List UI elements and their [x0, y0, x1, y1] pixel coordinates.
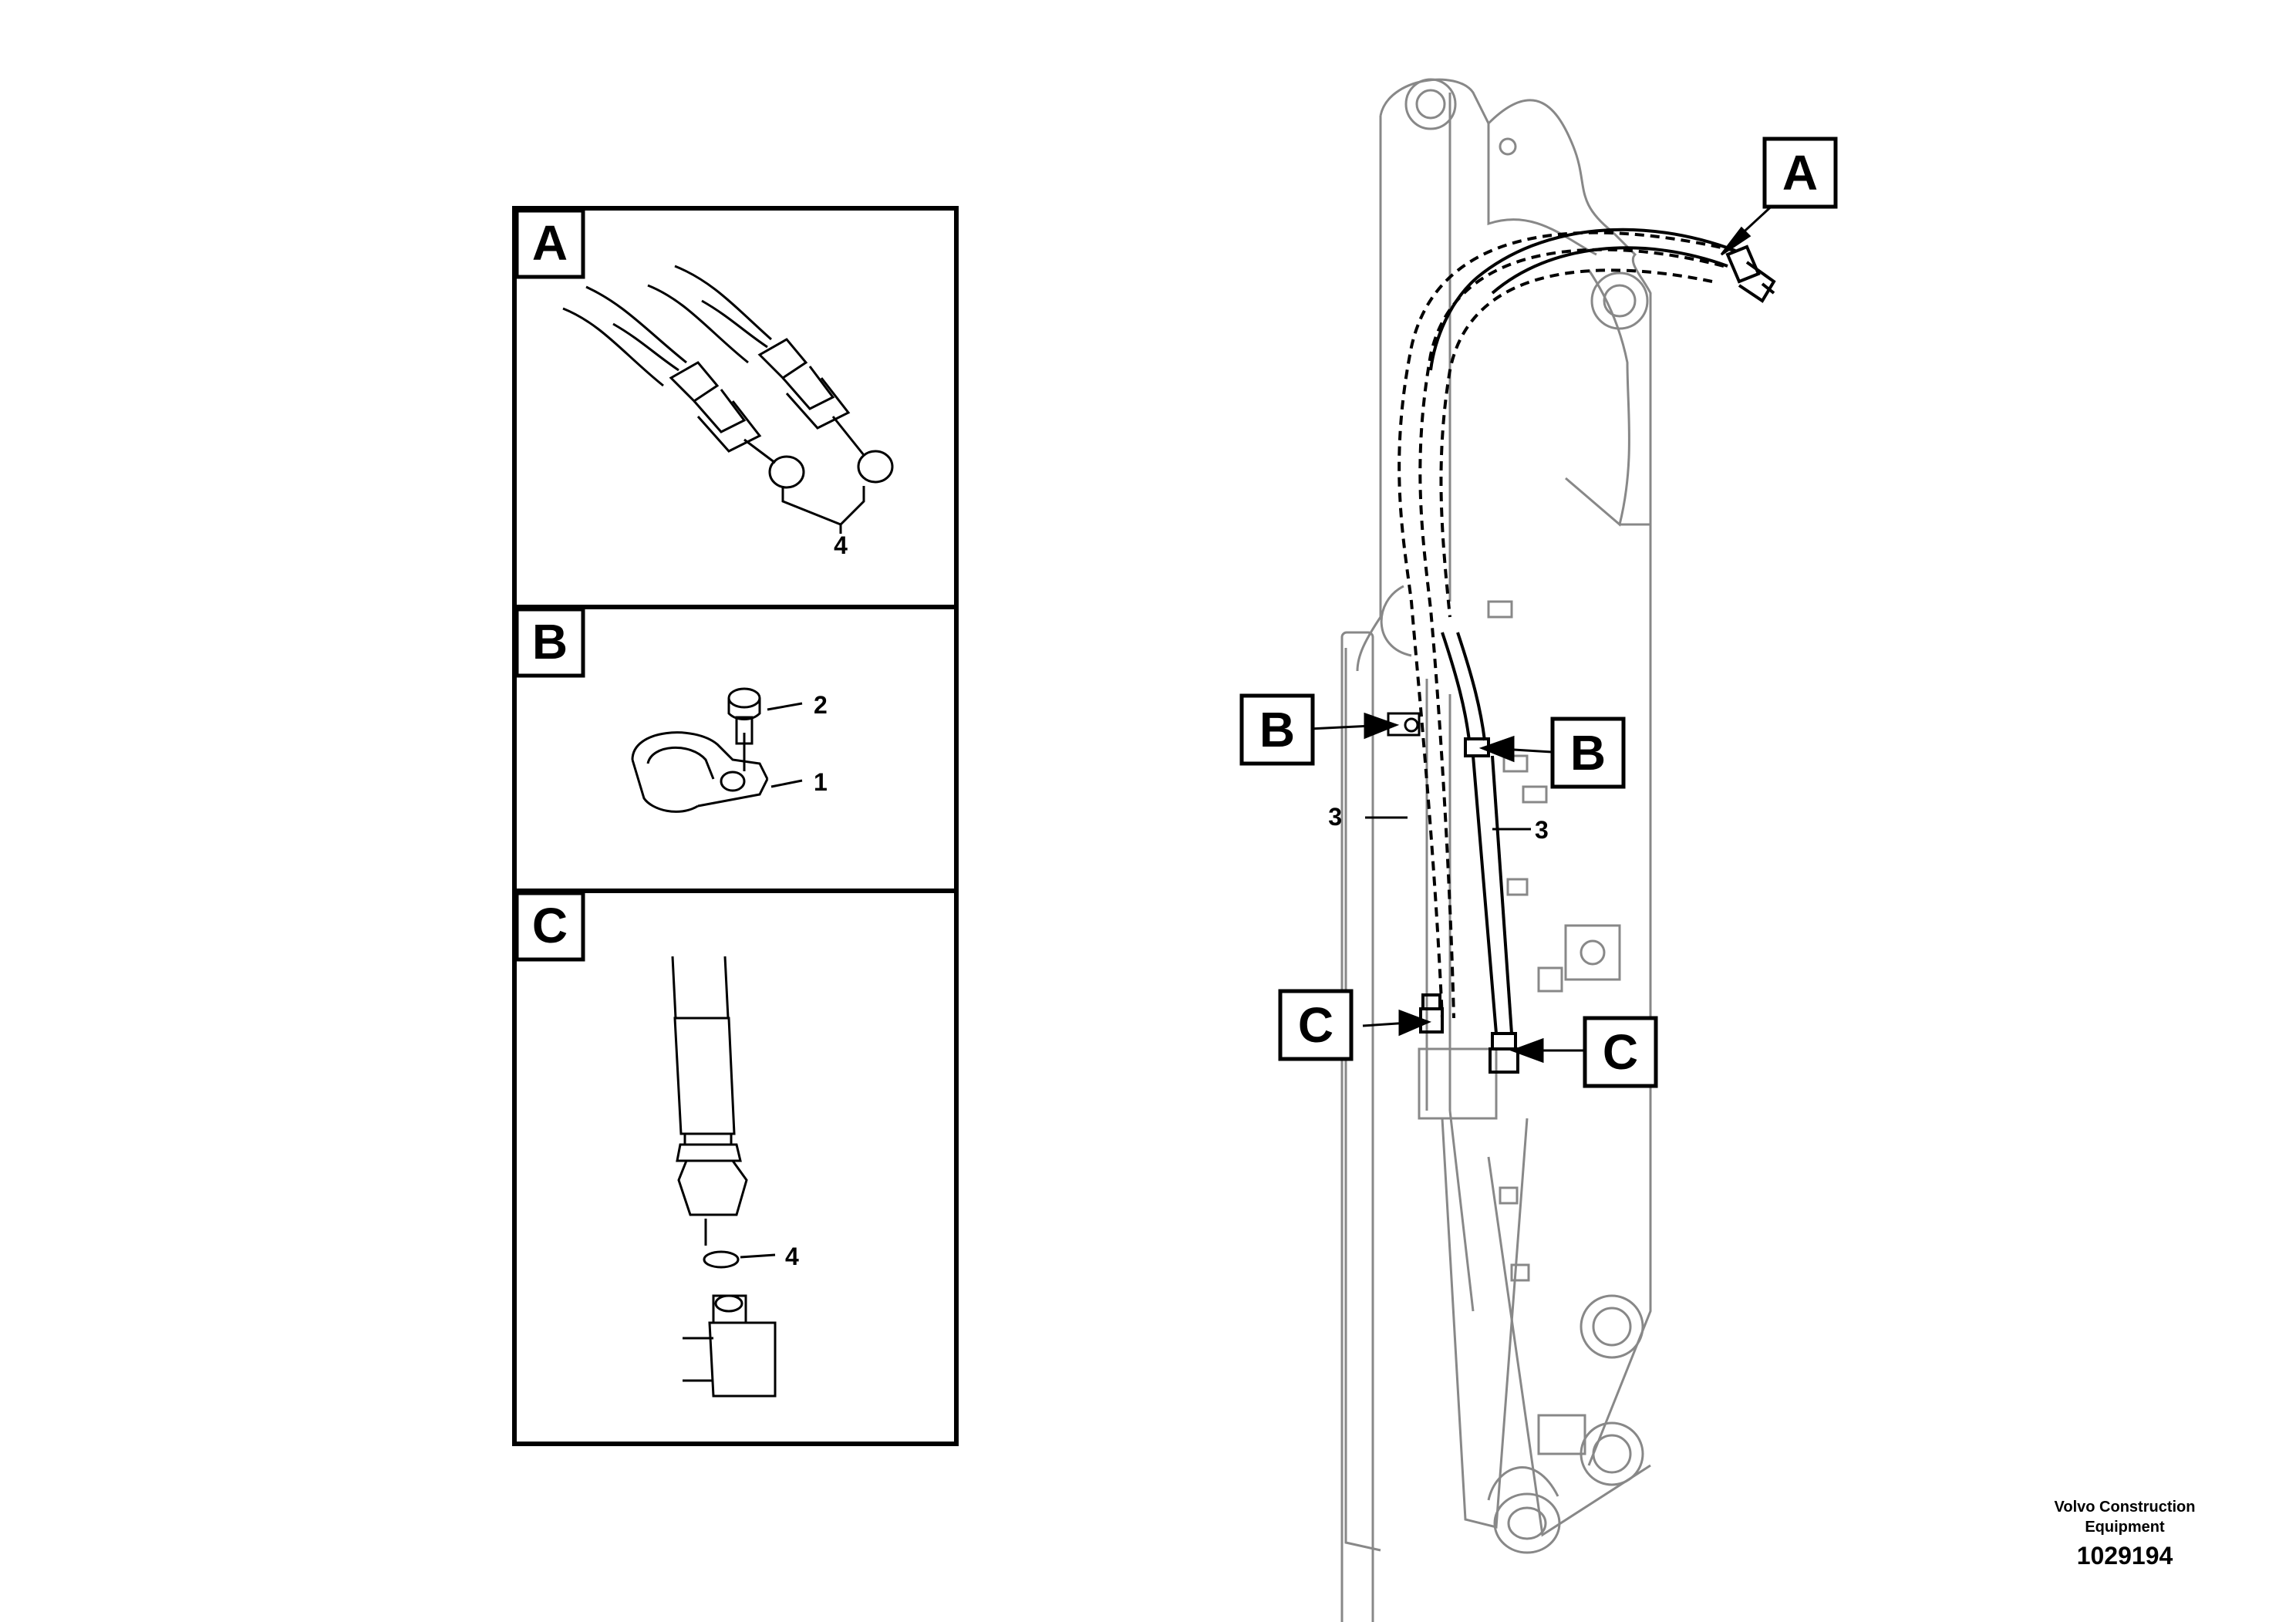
- hose-visible-a: [1429, 228, 1776, 371]
- panel-b-part-1: 1: [814, 768, 828, 796]
- detail-panel-c: C 4: [514, 891, 799, 1398]
- callout-b-left-letter: B: [1259, 702, 1295, 757]
- panel-b-clamp-and-bolt: [631, 687, 803, 813]
- detail-panel-a: A 4: [514, 208, 894, 559]
- detail-panels: [512, 206, 959, 1446]
- panel-b-part-2: 2: [814, 691, 828, 719]
- hose-visible-right: [1419, 632, 1519, 1074]
- panel-a-letter: A: [532, 215, 568, 271]
- callout-c-left-letter: C: [1298, 997, 1333, 1053]
- hose-label-left: 3: [1328, 803, 1342, 831]
- credit-line-2: Equipment: [2085, 1519, 2165, 1536]
- detail-panel-b: B 2 1: [514, 607, 828, 813]
- panel-c-letter: C: [532, 898, 568, 953]
- callout-c-left: C: [1278, 989, 1354, 1061]
- panel-c-hose-fitting: [671, 956, 777, 1398]
- panel-c-part-4: 4: [785, 1243, 799, 1270]
- drawing-id: 1029194: [2077, 1542, 2173, 1570]
- callout-c-right-letter: C: [1603, 1024, 1638, 1080]
- credit-block: Volvo Construction Equipment 1029194: [2055, 1499, 2196, 1570]
- callout-a-letter: A: [1782, 145, 1818, 201]
- callout-b-left: B: [1239, 693, 1315, 766]
- boom-illustration: [1340, 78, 1652, 1622]
- credit-line-1: Volvo Construction: [2055, 1499, 2196, 1516]
- panel-a-part-4: 4: [834, 531, 848, 559]
- hose-label-right: 3: [1535, 816, 1549, 844]
- callout-a: A: [1762, 137, 1838, 209]
- panel-a-hoses: [562, 265, 894, 534]
- callout-c-right: C: [1583, 1016, 1658, 1088]
- callout-b-right-letter: B: [1570, 725, 1606, 781]
- panel-b-letter: B: [532, 614, 568, 669]
- hose-lines-hidden: [1397, 231, 1736, 1019]
- callout-b-right: B: [1550, 717, 1626, 789]
